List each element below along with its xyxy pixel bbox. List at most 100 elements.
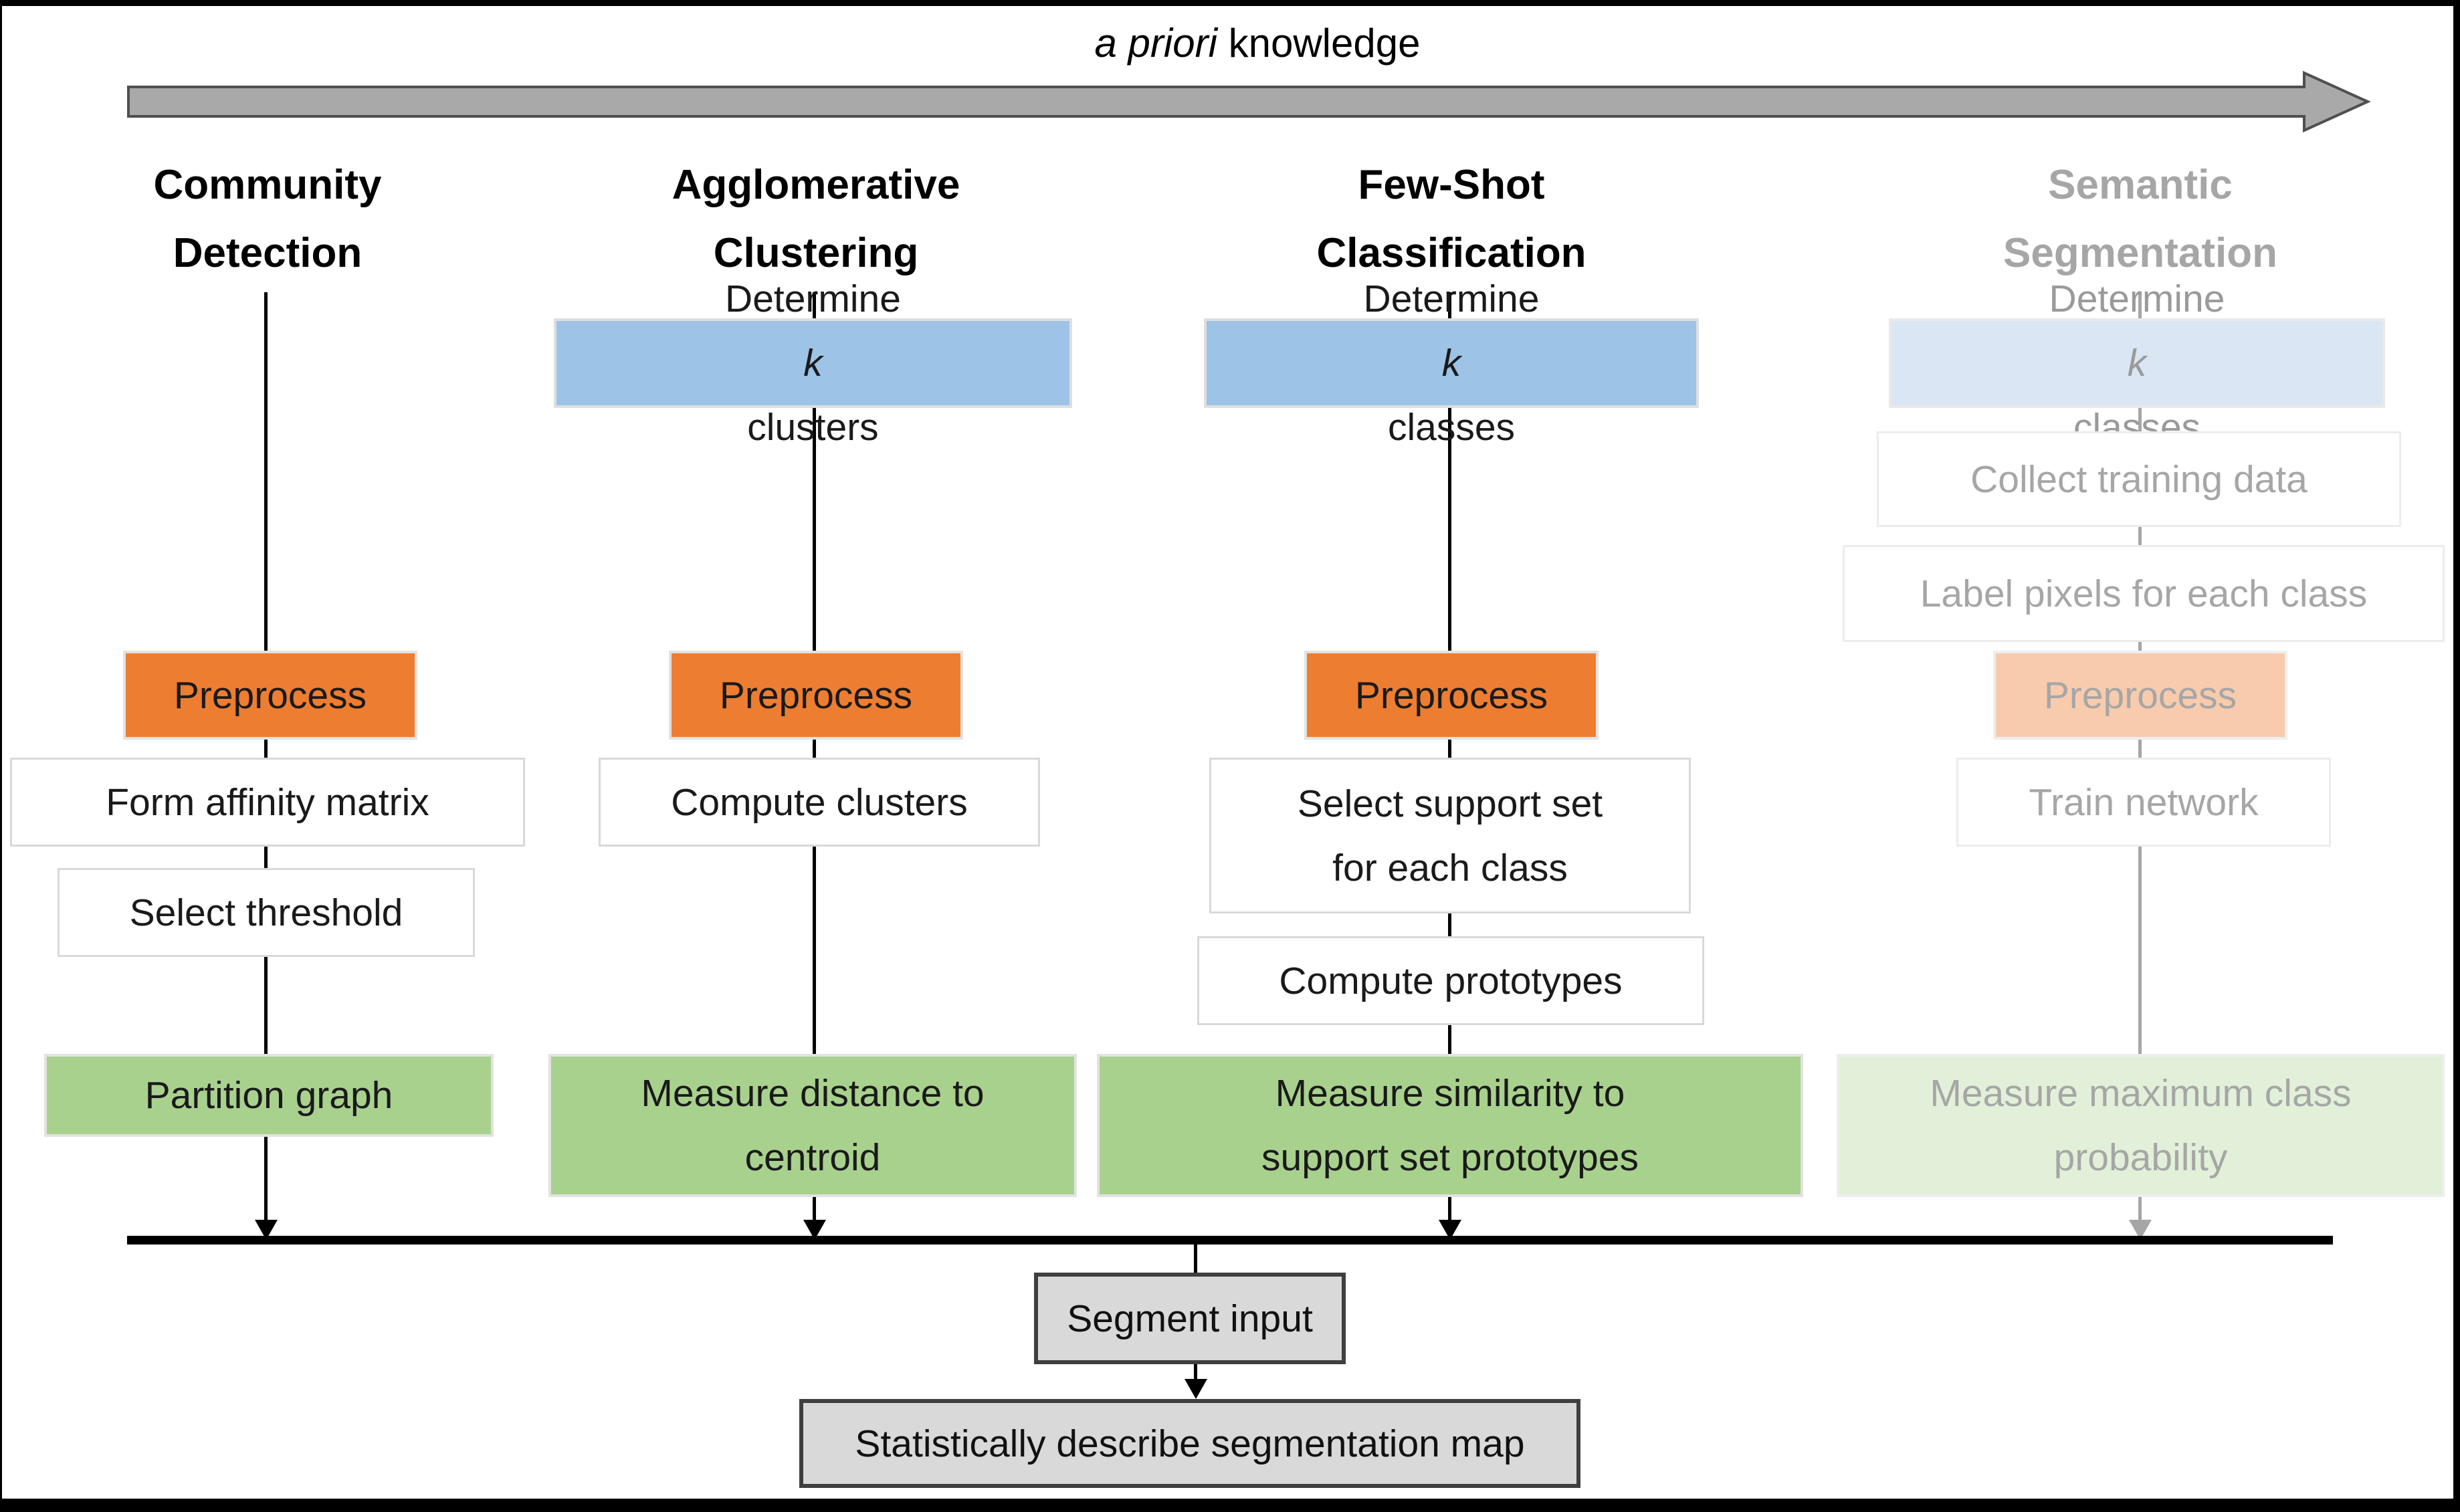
box-segment-input: Segment input — [1034, 1273, 1346, 1364]
header-line: Detection — [173, 230, 363, 276]
box-label: Measure maximum class probability — [1930, 1061, 2351, 1190]
connector-line — [813, 740, 816, 758]
box-partition-graph: Partition graph — [44, 1054, 494, 1137]
box-form-affinity-matrix: Form affinity matrix — [10, 758, 525, 847]
box-label: Label pixels for each class — [1920, 572, 2368, 615]
box-train-network: Train network — [1956, 758, 2331, 847]
header-semantic-segmentation: Semantic Segmentation — [1886, 151, 2394, 288]
header-few-shot-classification: Few-Shot Classification — [1197, 151, 1706, 288]
header-line: Clustering — [713, 230, 919, 276]
connector-line — [264, 292, 268, 651]
box-label-pixels: Label pixels for each class — [1843, 545, 2445, 642]
header-line: Few-Shot — [1358, 162, 1545, 208]
label-k-italic: k — [2127, 342, 2147, 385]
arrowhead-down-icon — [1185, 1379, 1207, 1399]
a-priori-knowledge-arrow — [127, 71, 2371, 132]
box-label: Segment input — [1067, 1297, 1313, 1340]
merge-line — [127, 1236, 2333, 1245]
connector-line — [1194, 1245, 1197, 1273]
connector-line — [2138, 1197, 2142, 1220]
diagram-title: a priori knowledge — [936, 20, 1578, 66]
label-part: Determine — [725, 278, 901, 320]
label-part: Determine — [2049, 278, 2225, 320]
connector-line — [1448, 408, 1451, 651]
header-line: Community — [153, 162, 382, 208]
box-label: Select support set for each class — [1298, 772, 1603, 900]
box-label: Preprocess — [2043, 673, 2237, 717]
connector-line — [1448, 292, 1451, 318]
label-line: Measure maximum class — [1930, 1072, 2352, 1115]
header-line: Segmentation — [2003, 230, 2277, 276]
connector-line — [1448, 913, 1451, 936]
box-community-preprocess: Preprocess — [123, 651, 417, 740]
header-community-detection: Community Detection — [13, 151, 522, 288]
box-collect-training-data: Collect training data — [1877, 431, 2401, 527]
label-part: classes — [1387, 406, 1516, 449]
box-label: Measure distance to centroid — [641, 1061, 984, 1190]
connector-line — [2138, 408, 2142, 431]
connector-line — [2138, 292, 2142, 318]
box-label: Preprocess — [719, 673, 913, 717]
label-k-italic: k — [1441, 342, 1461, 385]
box-measure-max-class-probability: Measure maximum class probability — [1837, 1054, 2445, 1197]
connector-line — [264, 847, 268, 868]
connector-line — [1448, 1025, 1451, 1054]
label-part: Determine — [1363, 278, 1540, 320]
label-part: clusters — [747, 406, 879, 449]
box-label: Train network — [2029, 780, 2259, 824]
connector-line — [2138, 740, 2142, 758]
connector-line — [1194, 1364, 1197, 1380]
header-line: Agglomerative — [672, 162, 960, 208]
connector-line — [813, 292, 816, 318]
box-agglomerative-preprocess: Preprocess — [669, 651, 963, 740]
connector-line — [264, 957, 268, 1054]
box-select-support-set: Select support set for each class — [1209, 758, 1691, 913]
connector-line — [2138, 642, 2142, 651]
label-line: support set prototypes — [1261, 1136, 1639, 1179]
box-label: Collect training data — [1970, 457, 2308, 501]
frame-left — [0, 0, 2, 1512]
box-compute-prototypes: Compute prototypes — [1197, 936, 1704, 1025]
box-label: Compute clusters — [671, 780, 968, 824]
connector-line — [264, 740, 268, 758]
box-label: Statistically describe segmentation map — [855, 1422, 1525, 1465]
label-line: Measure distance to — [641, 1072, 985, 1115]
box-label: Determine k clusters — [725, 267, 901, 459]
box-determine-k-classes-muted: Determine k classes — [1889, 278, 2385, 449]
title-italic-part: a priori — [1094, 21, 1217, 66]
connector-line — [2138, 847, 2142, 1054]
connector-line — [813, 847, 816, 1054]
box-fewshot-preprocess: Preprocess — [1304, 651, 1599, 740]
box-label: Partition graph — [144, 1074, 393, 1117]
box-determine-k-clusters: Determine k clusters — [554, 278, 1072, 449]
box-label: Compute prototypes — [1279, 959, 1623, 1002]
box-label: Select threshold — [129, 891, 403, 934]
box-select-threshold: Select threshold — [58, 868, 475, 957]
box-label: Form affinity matrix — [106, 780, 429, 824]
header-line: Classification — [1316, 230, 1586, 276]
box-label: Determine k classes — [1364, 267, 1540, 459]
box-measure-similarity: Measure similarity to support set prototy… — [1097, 1054, 1803, 1197]
label-line: Select support set — [1297, 782, 1603, 825]
label-line: probability — [2053, 1136, 2228, 1179]
label-line: centroid — [744, 1136, 881, 1179]
box-statistically-describe: Statistically describe segmentation map — [799, 1399, 1580, 1488]
box-label: Preprocess — [1354, 673, 1548, 717]
header-agglomerative-clustering: Agglomerative Clustering — [562, 151, 1070, 288]
label-line: for each class — [1332, 846, 1568, 889]
connector-line — [1448, 740, 1451, 758]
frame-top — [0, 0, 2460, 6]
header-line: Semantic — [2048, 162, 2233, 208]
connector-line — [264, 1137, 268, 1220]
box-semantic-preprocess: Preprocess — [1993, 651, 2287, 740]
box-label: Measure similarity to support set prototy… — [1261, 1061, 1639, 1190]
title-normal-part: knowledge — [1217, 21, 1421, 66]
connector-line — [813, 408, 816, 651]
connector-line — [813, 1197, 816, 1220]
frame-bottom — [0, 1499, 2460, 1512]
box-label: Preprocess — [173, 673, 367, 717]
label-line: Measure similarity to — [1275, 1072, 1625, 1115]
connector-line — [1448, 1197, 1451, 1220]
frame-right — [2453, 0, 2460, 1512]
box-compute-clusters: Compute clusters — [599, 758, 1040, 847]
